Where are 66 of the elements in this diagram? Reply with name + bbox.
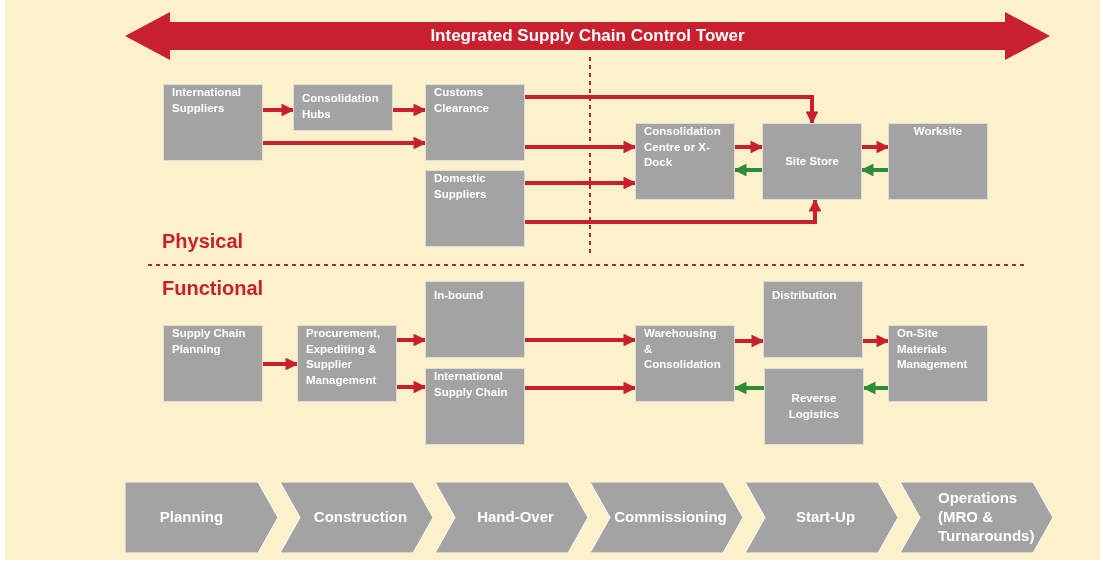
phase-step bbox=[745, 482, 898, 553]
section-heading: Functional bbox=[162, 278, 264, 298]
arrow bbox=[733, 381, 764, 395]
arrow bbox=[263, 136, 427, 150]
arrow bbox=[525, 176, 637, 190]
arrow bbox=[397, 333, 427, 347]
node-label: International Supply Chain bbox=[434, 369, 509, 400]
process-box bbox=[163, 325, 263, 402]
node-label: Construction bbox=[312, 508, 409, 527]
process-box bbox=[425, 368, 525, 445]
arrow bbox=[397, 380, 427, 394]
process-box bbox=[425, 281, 525, 358]
arrow bbox=[862, 140, 890, 154]
node-label: Consolidation Hubs bbox=[302, 91, 380, 122]
node-label: Supply Chain Planning bbox=[172, 326, 247, 357]
phase-step bbox=[280, 482, 433, 553]
node-label: Distribution bbox=[772, 288, 837, 303]
arrow bbox=[863, 334, 890, 348]
process-box bbox=[888, 325, 988, 402]
arrow bbox=[860, 163, 888, 177]
arrow bbox=[525, 198, 822, 224]
node-label: Worksite bbox=[913, 124, 963, 139]
arrow bbox=[525, 95, 819, 125]
node-label: Warehousing & Consolidation bbox=[644, 326, 722, 373]
node-label: On-Site Materials Management bbox=[897, 326, 969, 373]
process-box bbox=[425, 170, 525, 247]
node-label: Domestic Suppliers bbox=[434, 171, 488, 202]
node-label: In-bound bbox=[434, 288, 484, 303]
node-label: Site Store bbox=[785, 153, 839, 169]
arrow bbox=[735, 334, 765, 348]
node-label: Consolidation Centre or X-Dock bbox=[644, 124, 722, 171]
phase-step bbox=[900, 482, 1053, 553]
process-box bbox=[635, 325, 735, 402]
arrow bbox=[525, 333, 637, 347]
arrow bbox=[862, 381, 888, 395]
process-box bbox=[163, 84, 263, 161]
process-box bbox=[425, 84, 525, 161]
phase-step bbox=[435, 482, 588, 553]
node-label: Reverse Logistics bbox=[787, 391, 841, 422]
process-box bbox=[293, 84, 393, 131]
phase-step bbox=[590, 482, 743, 553]
process-box bbox=[762, 123, 862, 200]
process-box bbox=[763, 281, 863, 358]
arrow bbox=[733, 163, 762, 177]
arrow bbox=[525, 140, 637, 154]
arrow bbox=[263, 103, 295, 117]
node-label: International Suppliers bbox=[172, 85, 242, 116]
node-label: Procurement, Expediting & Supplier Management bbox=[306, 326, 382, 388]
node-label: Start-Up bbox=[794, 508, 857, 527]
node-label: Hand-Over bbox=[476, 508, 555, 527]
node-label: Commissioning bbox=[613, 508, 728, 527]
node-label: Planning bbox=[159, 508, 225, 527]
arrow bbox=[263, 357, 299, 371]
section-heading: Physical bbox=[162, 231, 244, 251]
arrow bbox=[525, 381, 637, 395]
process-box bbox=[888, 123, 988, 200]
node-label: Integrated Supply Chain Control Tower bbox=[430, 25, 745, 48]
process-box bbox=[297, 325, 397, 402]
process-box bbox=[764, 368, 864, 445]
banner-arrow bbox=[125, 12, 1050, 60]
node-label: Operations (MRO & Turnarounds) bbox=[937, 489, 1036, 546]
phase-step bbox=[125, 482, 278, 553]
arrow bbox=[735, 140, 764, 154]
node-label: Customs Clearance bbox=[434, 85, 490, 116]
arrow bbox=[393, 103, 427, 117]
process-box bbox=[635, 123, 735, 200]
